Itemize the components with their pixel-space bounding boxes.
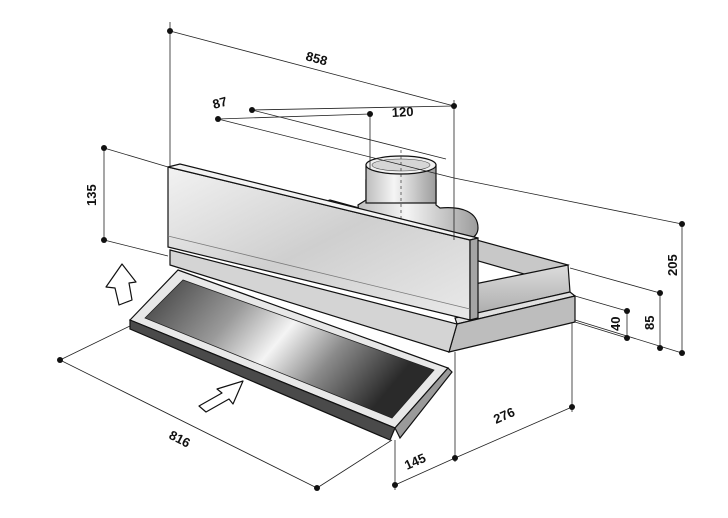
arrow-diagonal-icon: [198, 380, 244, 413]
dim-label-145: 145: [402, 450, 428, 473]
dim-label-858: 858: [304, 48, 329, 68]
dim-label-816: 816: [167, 427, 193, 450]
arrow-up-icon: [105, 263, 137, 306]
dim-label-135: 135: [84, 184, 99, 206]
dim-label-120: 120: [391, 104, 413, 120]
dimension-dots: [57, 28, 685, 491]
front-panel-fold: [167, 235, 471, 310]
dim-label-205: 205: [665, 254, 680, 276]
dim-label-276: 276: [491, 404, 517, 427]
front-panel: [167, 163, 479, 321]
glass-visor: [128, 269, 453, 441]
front-panel-side-edge: [469, 237, 479, 321]
dim-label-87: 87: [211, 94, 229, 112]
visor-right-bevel: [394, 367, 453, 440]
hood-flange-front: [169, 249, 458, 353]
dim-label-40: 40: [608, 317, 623, 331]
dimension-lines: [59, 22, 683, 490]
visor-glass: [144, 279, 435, 419]
dim-label-85: 85: [642, 316, 657, 330]
